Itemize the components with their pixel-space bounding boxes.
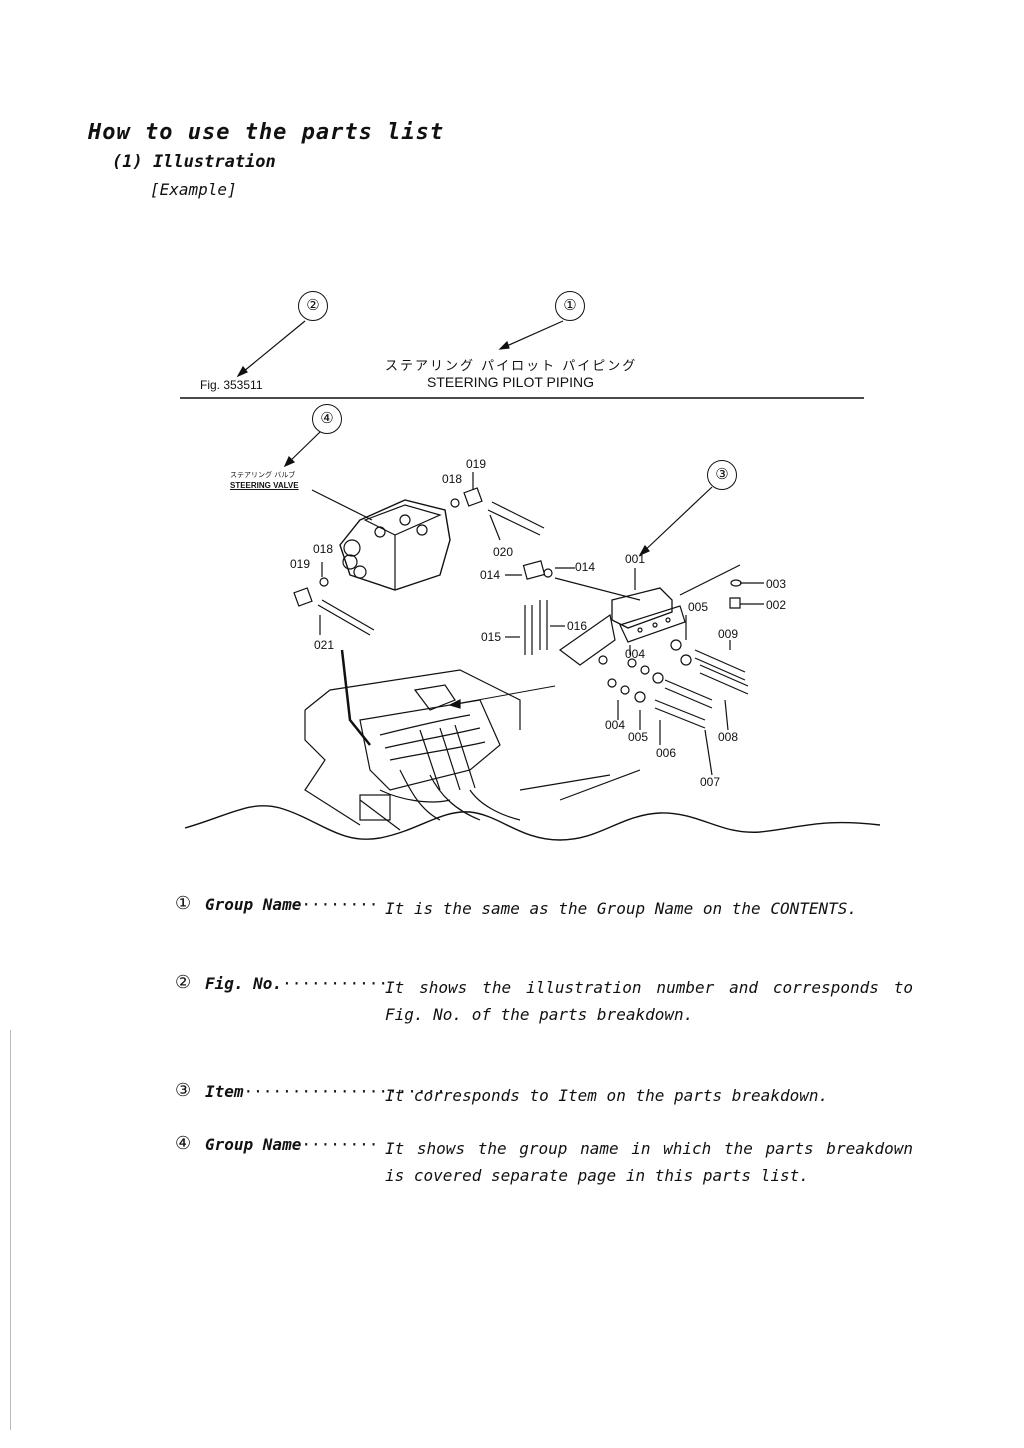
legend-number: ④ bbox=[175, 1133, 192, 1154]
legend-term: Group Name········ bbox=[205, 1135, 379, 1154]
callout-1: ① bbox=[555, 291, 585, 321]
legend-term: Item····················· bbox=[205, 1082, 446, 1101]
callout-4: ④ bbox=[312, 404, 342, 434]
sub-group-name: STEERING VALVE bbox=[230, 481, 299, 490]
group-name-japanese: ステアリング パイロット パイピング bbox=[385, 359, 638, 374]
legend-description: It shows the illustration number and cor… bbox=[385, 978, 913, 1024]
leader-dots: ········ bbox=[301, 1135, 379, 1154]
part-label-016: 016 bbox=[567, 619, 588, 633]
callout-3: ③ bbox=[707, 460, 737, 490]
example-label: [Example] bbox=[150, 180, 237, 199]
part-label-005: 005 bbox=[688, 600, 709, 614]
legend-term: Fig. No.··········· bbox=[205, 974, 389, 993]
leader-dots: ········ bbox=[301, 895, 379, 914]
legend-description: It corresponds to Item on the parts brea… bbox=[385, 1086, 829, 1105]
legend-number: ③ bbox=[175, 1080, 192, 1101]
legend-term: Group Name········ bbox=[205, 895, 379, 914]
scan-margin-line bbox=[10, 1030, 11, 1430]
legend-number: ② bbox=[175, 972, 192, 993]
part-label-002: 002 bbox=[766, 598, 787, 612]
legend-description: It shows the group name in which the par… bbox=[385, 1139, 913, 1185]
part-label-007: 007 bbox=[700, 775, 721, 789]
part-label-019: 019 bbox=[290, 557, 311, 571]
part-label-008: 008 bbox=[718, 730, 739, 744]
part-label-021: 021 bbox=[314, 638, 335, 652]
part-label-018: 018 bbox=[442, 472, 463, 486]
part-label-003: 003 bbox=[766, 577, 787, 591]
legend-number: ① bbox=[175, 893, 192, 914]
part-label-020: 020 bbox=[493, 545, 514, 559]
callout-2: ② bbox=[298, 291, 328, 321]
part-label-014: 014 bbox=[575, 560, 596, 574]
section-subtitle: (1) Illustration bbox=[112, 152, 276, 172]
page-title: How to use the parts list bbox=[88, 120, 445, 145]
part-label-019: 019 bbox=[466, 457, 487, 471]
part-label-001: 001 bbox=[625, 552, 646, 566]
leader-dots: ····················· bbox=[243, 1082, 446, 1101]
part-label-014: 014 bbox=[480, 568, 501, 582]
part-label-004: 004 bbox=[605, 718, 626, 732]
part-label-018: 018 bbox=[313, 542, 334, 556]
part-label-004: 004 bbox=[625, 647, 646, 661]
fig-number: Fig. 353511 bbox=[200, 378, 263, 392]
legend-description: It is the same as the Group Name on the … bbox=[385, 899, 858, 918]
group-name: STEERING PILOT PIPING bbox=[427, 374, 595, 390]
part-label-009: 009 bbox=[718, 627, 739, 641]
part-label-015: 015 bbox=[481, 630, 502, 644]
leader-dots: ··········· bbox=[282, 974, 389, 993]
sub-group-japanese: ステアリング バルブ bbox=[230, 471, 296, 479]
part-label-006: 006 bbox=[656, 746, 677, 760]
part-label-005: 005 bbox=[628, 730, 649, 744]
